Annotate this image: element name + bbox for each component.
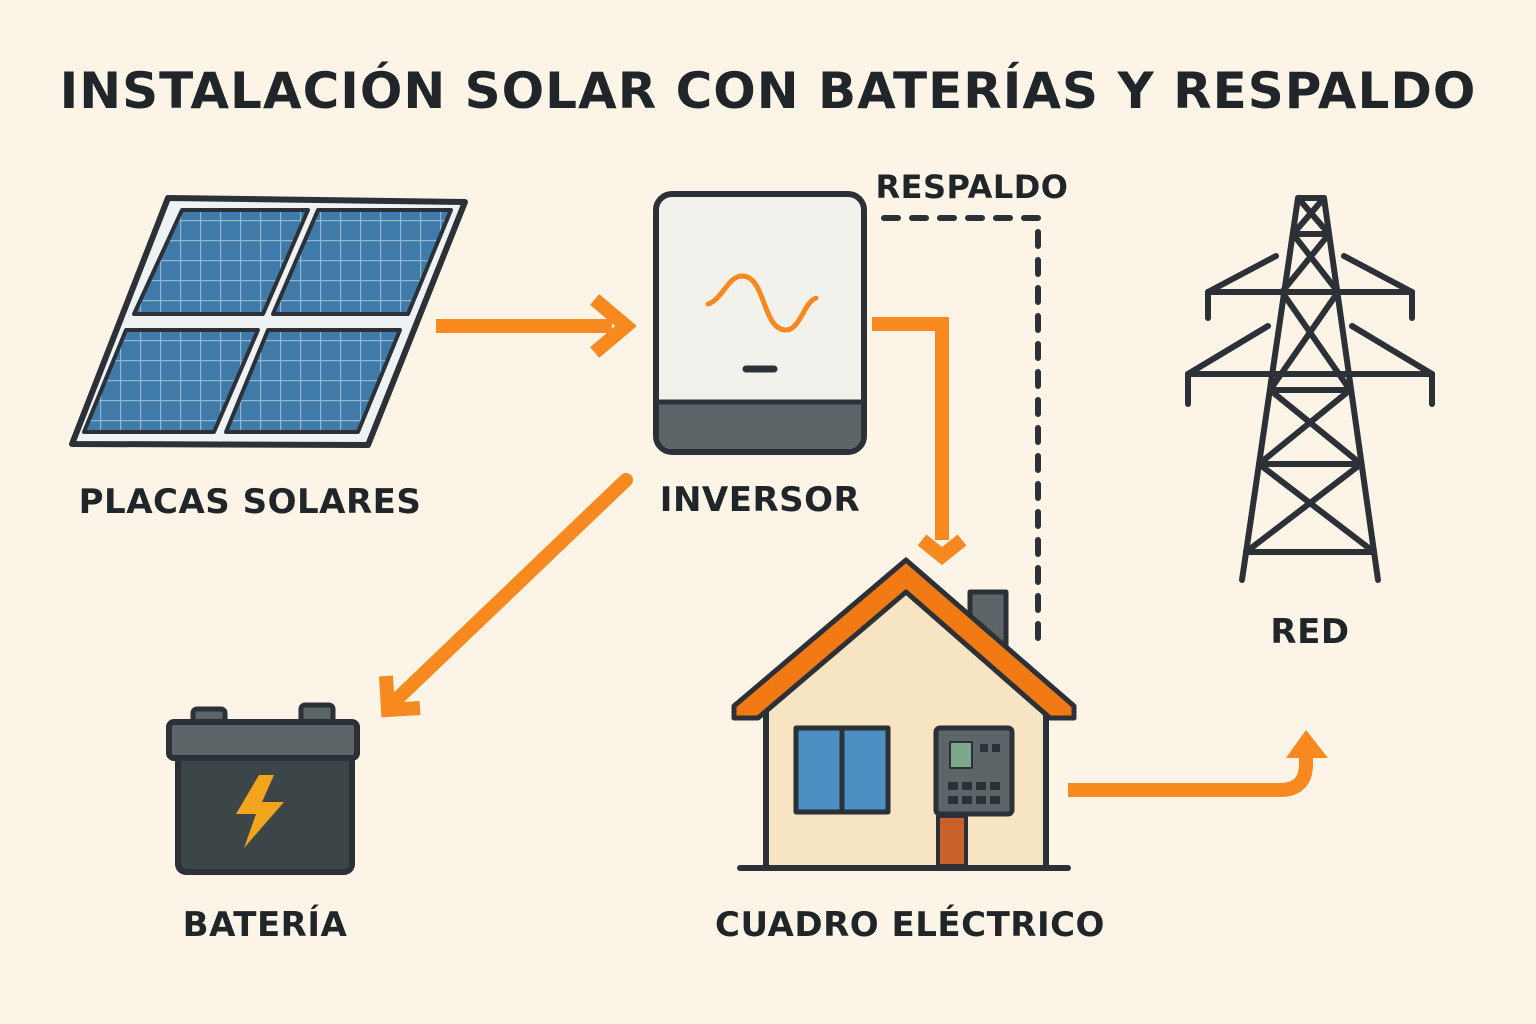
grid-label: RED (1270, 612, 1350, 652)
arrow-house-to-grid (1068, 730, 1328, 797)
arrow-panels-to-inverter (436, 294, 637, 358)
backup-label: RESPALDO (875, 168, 1069, 206)
solar-panels-label: PLACAS SOLARES (78, 482, 422, 522)
battery-label: BATERÍA (182, 905, 348, 945)
house-icon (731, 557, 1077, 871)
inverter-icon (653, 191, 867, 455)
power-tower-icon (1185, 195, 1435, 583)
arrow-inverter-to-battery (379, 473, 633, 718)
backup-dashed-line (881, 215, 1041, 647)
diagram-title: INSTALACIÓN SOLAR CON BATERÍAS Y RESPALD… (59, 62, 1477, 120)
electrical-panel-icon (933, 725, 1015, 868)
electrical-panel-label: CUADRO ELÉCTRICO (715, 905, 1105, 945)
inverter-label: INVERSOR (659, 480, 861, 520)
battery-icon (166, 702, 360, 875)
solar-panel-icon (69, 195, 468, 448)
arrow-inverter-to-house (872, 317, 967, 565)
